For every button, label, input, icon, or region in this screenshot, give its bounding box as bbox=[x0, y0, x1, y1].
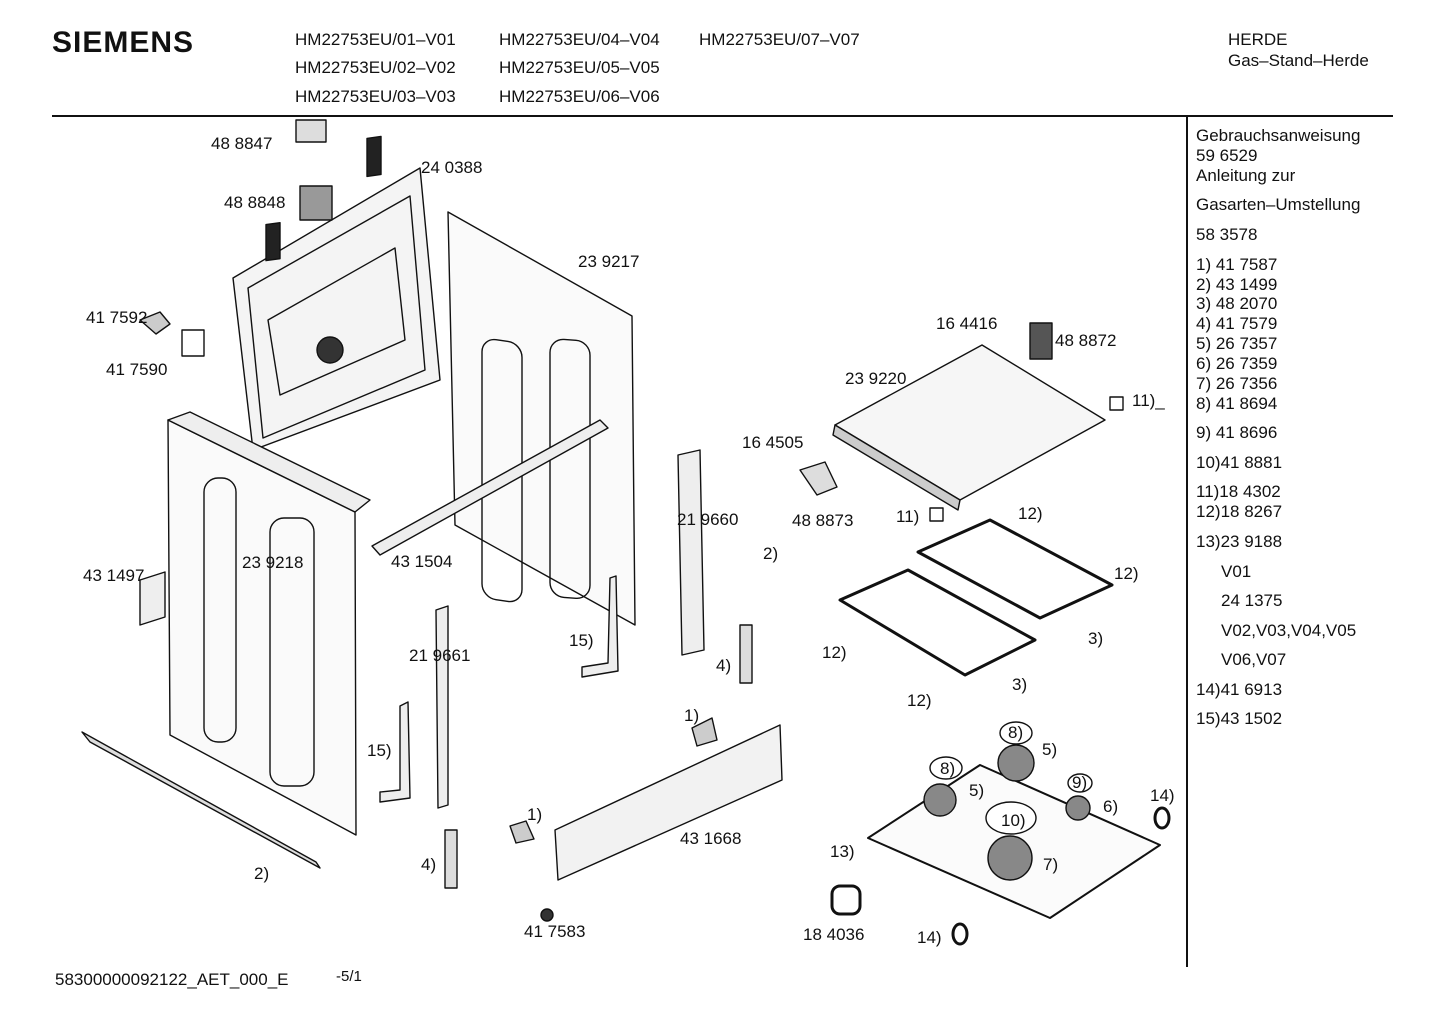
part-label: 21 9660 bbox=[677, 510, 739, 529]
sidebar-item: 3) 48 2070 bbox=[1196, 294, 1278, 313]
part-label: 14) bbox=[917, 928, 942, 947]
part-label: 48 8848 bbox=[224, 193, 286, 212]
conversion-label: Anleitung zur bbox=[1196, 166, 1296, 185]
part-label: 1) bbox=[527, 805, 543, 824]
model-number: HM22753EU/01–V01 bbox=[295, 30, 456, 49]
part-label: 1) bbox=[684, 706, 700, 725]
brand-logo: SIEMENS bbox=[52, 26, 195, 59]
sidebar-item: 11)18 4302 bbox=[1196, 482, 1281, 501]
header-rule bbox=[52, 115, 1393, 117]
sidebar-item: V01 bbox=[1221, 562, 1252, 581]
part-label: 16 4505 bbox=[742, 433, 804, 452]
sidebar-item: 14)41 6913 bbox=[1196, 680, 1283, 699]
part-label: 41 7590 bbox=[106, 360, 168, 379]
part-label: 43 1497 bbox=[83, 566, 145, 585]
burner-part bbox=[924, 745, 1090, 880]
rail-part bbox=[436, 606, 448, 808]
part-label: 11)_ bbox=[1132, 391, 1165, 410]
part-label: 6) bbox=[1103, 797, 1119, 816]
rear-panel-part bbox=[233, 120, 440, 450]
sidebar-item: V02,V03,V04,V05 bbox=[1221, 621, 1357, 640]
sidebar-item: 9) 41 8696 bbox=[1196, 423, 1278, 442]
conversion-number: 58 3578 bbox=[1196, 225, 1258, 244]
manual-number: 59 6529 bbox=[1196, 146, 1258, 165]
sidebar-item: 5) 26 7357 bbox=[1196, 334, 1278, 353]
sidebar-item: 24 1375 bbox=[1221, 591, 1283, 610]
manual-label: Gebrauchsanweisung bbox=[1196, 126, 1361, 145]
conversion-label: Gasarten–Umstellung bbox=[1196, 195, 1361, 214]
part-label: 16 4416 bbox=[936, 314, 998, 333]
model-number: HM22753EU/07–V07 bbox=[699, 30, 860, 49]
model-number: HM22753EU/02–V02 bbox=[295, 58, 456, 77]
part-label: 41 7592 bbox=[86, 308, 148, 327]
category-label: HERDE bbox=[1228, 30, 1288, 49]
part-label: 10) bbox=[1001, 811, 1026, 830]
part-label: 15) bbox=[367, 741, 392, 760]
sidebar-item: 10)41 8881 bbox=[1196, 453, 1283, 472]
part-label: 18 4036 bbox=[803, 925, 865, 944]
model-number: HM22753EU/05–V05 bbox=[499, 58, 660, 77]
sidebar-item: 1) 41 7587 bbox=[1196, 255, 1278, 274]
part-label: 8) bbox=[1008, 723, 1024, 742]
part-label: 23 9218 bbox=[242, 553, 304, 572]
sidebar-item: 7) 26 7356 bbox=[1196, 374, 1278, 393]
subcategory-label: Gas–Stand–Herde bbox=[1228, 51, 1369, 70]
burner-cap-part bbox=[930, 722, 1092, 834]
part-label: 48 8872 bbox=[1055, 331, 1117, 350]
rail-part bbox=[372, 420, 608, 555]
part-label: 48 8873 bbox=[792, 511, 854, 530]
part-label: 5) bbox=[1042, 740, 1058, 759]
part-label: 3) bbox=[1012, 675, 1028, 694]
part-label: 5) bbox=[969, 781, 985, 800]
part-label: 48 8847 bbox=[211, 134, 273, 153]
kick-plate-part bbox=[555, 725, 782, 880]
document-code: 58300000092122_AET_000_E bbox=[55, 970, 289, 989]
sidebar-divider bbox=[1186, 117, 1188, 967]
part-label: 3) bbox=[1088, 629, 1104, 648]
part-label: 4) bbox=[716, 656, 732, 675]
part-label: 2) bbox=[254, 864, 270, 883]
part-label: 4) bbox=[421, 855, 437, 874]
part-label: 8) bbox=[940, 759, 956, 778]
page-number: -5/1 bbox=[336, 968, 362, 985]
part-label: 43 1504 bbox=[391, 552, 453, 571]
part-label: 23 9220 bbox=[845, 369, 907, 388]
part-label: 13) bbox=[830, 842, 855, 861]
rail-part bbox=[82, 732, 320, 868]
rail-part bbox=[678, 450, 704, 655]
small-parts bbox=[140, 312, 1169, 944]
sidebar-item: 12)18 8267 bbox=[1196, 502, 1283, 521]
part-label: 12) bbox=[907, 691, 932, 710]
sidebar-item: 4) 41 7579 bbox=[1196, 314, 1278, 333]
part-label: 41 7583 bbox=[524, 922, 586, 941]
part-label: 43 1668 bbox=[680, 829, 742, 848]
part-label: 7) bbox=[1043, 855, 1059, 874]
model-number: HM22753EU/04–V04 bbox=[499, 30, 660, 49]
sidebar-item: V06,V07 bbox=[1221, 650, 1287, 669]
part-label: 24 0388 bbox=[421, 158, 483, 177]
part-label: 23 9217 bbox=[578, 252, 640, 271]
part-label: 12) bbox=[1018, 504, 1043, 523]
sidebar-item: 15)43 1502 bbox=[1196, 709, 1283, 728]
sidebar-item: 13)23 9188 bbox=[1196, 532, 1283, 551]
side-panel-part bbox=[168, 412, 370, 835]
part-label: 15) bbox=[569, 631, 594, 650]
sidebar-item: 8) 41 8694 bbox=[1196, 394, 1278, 413]
model-number: HM22753EU/03–V03 bbox=[295, 87, 456, 106]
sidebar-item: 6) 26 7359 bbox=[1196, 354, 1278, 373]
model-number: HM22753EU/06–V06 bbox=[499, 87, 660, 106]
part-label: 14) bbox=[1150, 786, 1175, 805]
sidebar-item: 2) 43 1499 bbox=[1196, 275, 1278, 294]
part-label: 12) bbox=[822, 643, 847, 662]
part-label: 2) bbox=[763, 544, 779, 563]
part-label: 12) bbox=[1114, 564, 1139, 583]
side-panel-part bbox=[448, 212, 635, 625]
hob-lid-part bbox=[833, 345, 1105, 510]
part-label: 11) bbox=[896, 507, 920, 526]
pan-support-part bbox=[840, 520, 1112, 675]
part-label: 21 9661 bbox=[409, 646, 471, 665]
part-label: 9) bbox=[1072, 773, 1088, 792]
